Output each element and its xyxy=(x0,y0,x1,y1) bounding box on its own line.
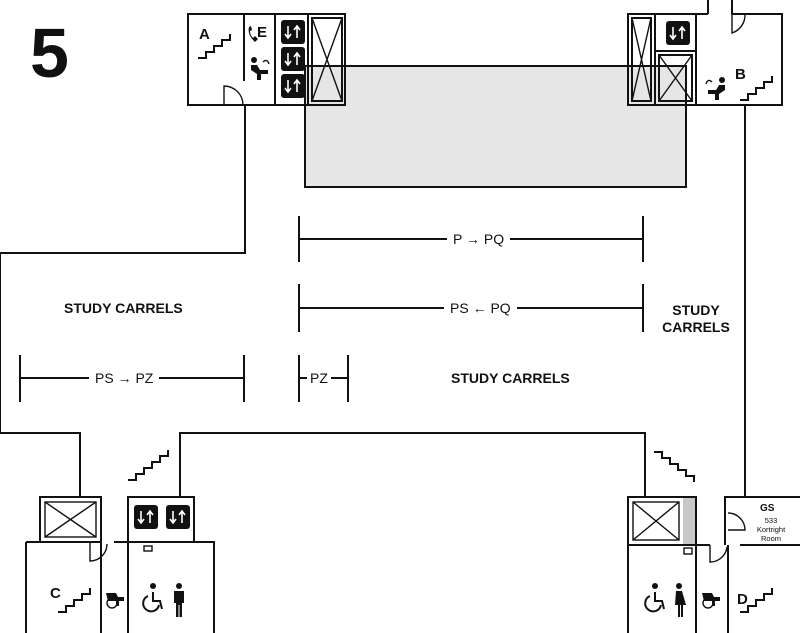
elevator-icon xyxy=(281,47,305,71)
elevator-icon xyxy=(666,21,690,45)
stairs-icon xyxy=(198,34,231,59)
phone-icon xyxy=(248,26,258,42)
core-top-right xyxy=(627,0,783,106)
water-fountain-icon xyxy=(705,77,725,100)
stairs-icon xyxy=(740,588,773,613)
freight-elevator-icon xyxy=(311,17,343,102)
call-number-range-middle: PS ← PQ xyxy=(444,300,517,316)
freight-elevator-icon xyxy=(658,54,693,102)
floor-number: 5 xyxy=(30,14,69,92)
core-bottom-right xyxy=(627,496,800,633)
elevator-icon xyxy=(281,20,305,44)
zone-label-study-carrels-center: STUDY CARRELS xyxy=(451,370,570,386)
stairs-icon xyxy=(654,451,695,482)
stair-label-a: A xyxy=(199,26,210,43)
room-code: GS xyxy=(760,503,775,514)
core-bottom-left xyxy=(25,496,215,633)
elevator-label-e: E xyxy=(257,24,268,41)
outer-walls xyxy=(0,105,746,497)
freight-elevator-icon xyxy=(631,17,652,102)
elevator-icon xyxy=(134,505,158,529)
zone-label-line: STUDY xyxy=(672,302,720,318)
womens-washroom-icon xyxy=(675,583,686,617)
accessible-washroom-icon xyxy=(644,583,665,613)
zone-label-study-carrels-left: STUDY CARRELS xyxy=(64,300,183,316)
stair-label-b: B xyxy=(735,66,746,83)
core-top-left xyxy=(187,13,346,106)
stair-label-d: D xyxy=(737,591,748,608)
atrium-open-area xyxy=(304,65,687,188)
mens-washroom-icon xyxy=(174,583,184,617)
stair-label-c: C xyxy=(50,585,61,602)
elevator-icon xyxy=(166,505,190,529)
room-number: 533 xyxy=(764,516,778,525)
call-number-range-top: P → PQ xyxy=(447,231,511,247)
water-fountain-icon xyxy=(106,593,124,609)
zone-label-line: CARRELS xyxy=(662,319,730,335)
elevator-icon xyxy=(281,74,305,98)
water-fountain-icon xyxy=(251,57,270,80)
stairs-icon xyxy=(58,588,91,613)
room-info: 533 Kortright Room xyxy=(750,516,792,543)
call-number-range-small: PZ xyxy=(307,370,331,386)
room-name: Room xyxy=(760,534,781,543)
stairs-icon xyxy=(128,450,169,481)
call-number-range-left: PS → PZ xyxy=(89,370,160,386)
accessible-washroom-icon xyxy=(142,583,163,613)
zone-label-study-carrels-right: STUDY CARRELS xyxy=(655,302,737,336)
room-name: Kortright xyxy=(756,525,786,534)
stairs-icon xyxy=(740,76,773,101)
water-fountain-icon xyxy=(702,593,720,609)
